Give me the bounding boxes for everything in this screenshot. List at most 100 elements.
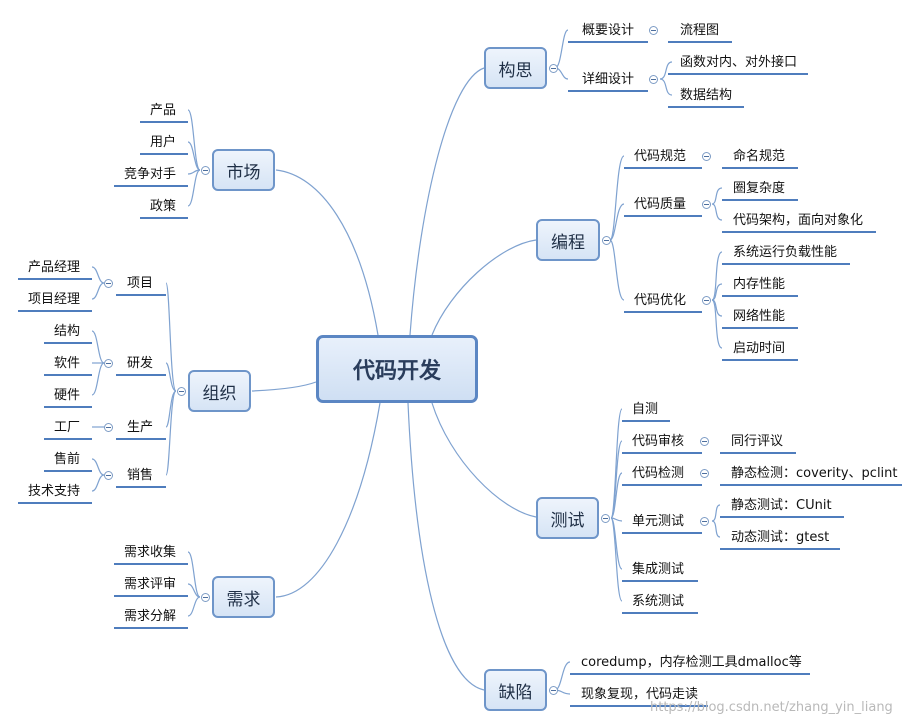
subtopic-underline xyxy=(622,484,702,486)
collapse-toggle-icon[interactable] xyxy=(549,64,558,73)
subtopic-chanpin[interactable]: 产品 xyxy=(150,103,177,118)
subtopic-underline xyxy=(114,627,188,629)
subtopic-jingzheng-duishou[interactable]: 竞争对手 xyxy=(124,167,177,182)
subtopic-xiaoshou[interactable]: 销售 xyxy=(127,468,154,483)
leaf-hanshu-jiekou[interactable]: 函数对内、对外接口 xyxy=(680,55,798,70)
leaf-xiangmu-jingli[interactable]: 项目经理 xyxy=(28,292,81,307)
topic-biancheng[interactable]: 编程 xyxy=(536,219,600,261)
topic-quexian[interactable]: 缺陷 xyxy=(484,669,547,711)
leaf-quanfuzadu[interactable]: 圈复杂度 xyxy=(733,181,786,196)
subtopic-jicheng-ceshi[interactable]: 集成测试 xyxy=(632,562,685,577)
subtopic-xiangxi-sheji[interactable]: 详细设计 xyxy=(582,72,635,87)
subtopic-underline xyxy=(622,612,698,614)
leaf-dongtai-ceshi[interactable]: 动态测试：gtest xyxy=(731,530,830,545)
leaf-jishu-zhichi[interactable]: 技术支持 xyxy=(28,484,81,499)
leaf-underline xyxy=(18,278,92,280)
subtopic-gaiyao-sheji[interactable]: 概要设计 xyxy=(582,23,635,38)
leaf-shuju-jiegou[interactable]: 数据结构 xyxy=(680,88,733,103)
subtopic-underline xyxy=(116,486,166,488)
collapse-toggle-icon[interactable] xyxy=(700,517,709,526)
leaf-jingtai-jiance[interactable]: 静态检测：coverity、pclint xyxy=(731,466,898,481)
leaf-tonghang-pingyi[interactable]: 同行评议 xyxy=(731,434,784,449)
leaf-underline xyxy=(668,106,744,108)
subtopic-daima-jiance[interactable]: 代码检测 xyxy=(632,466,685,481)
leaf-ruanjian[interactable]: 软件 xyxy=(54,356,81,371)
leaf-mingming-guifan[interactable]: 命名规范 xyxy=(733,149,786,164)
subtopic-xuqiu-pingshen[interactable]: 需求评审 xyxy=(124,577,177,592)
subtopic-xiangmu[interactable]: 项目 xyxy=(127,276,154,291)
topic-gousi[interactable]: 构思 xyxy=(484,47,547,89)
subtopic-underline xyxy=(624,215,702,217)
collapse-toggle-icon[interactable] xyxy=(104,279,113,288)
leaf-neicun-xingneng[interactable]: 内存性能 xyxy=(733,277,786,292)
leaf-underline xyxy=(720,548,840,550)
leaf-underline xyxy=(44,342,92,344)
watermark: https://blog.csdn.net/zhang_yin_liang xyxy=(650,700,893,715)
subtopic-underline xyxy=(622,532,702,534)
subtopic-zhengce[interactable]: 政策 xyxy=(150,199,177,214)
topic-xuqiu[interactable]: 需求 xyxy=(212,576,275,618)
collapse-toggle-icon[interactable] xyxy=(602,236,611,245)
leaf-fuzai-xingneng[interactable]: 系统运行负载性能 xyxy=(733,245,838,260)
topic-shichang[interactable]: 市场 xyxy=(212,149,275,191)
leaf-underline xyxy=(722,199,798,201)
subtopic-daima-shenhe[interactable]: 代码审核 xyxy=(632,434,685,449)
leaf-underline xyxy=(44,406,92,408)
leaf-qidong-shijian[interactable]: 启动时间 xyxy=(733,341,786,356)
subtopic-underline xyxy=(624,167,702,169)
subtopic-xianxiang-fuxian[interactable]: 现象复现，代码走读 xyxy=(581,687,699,702)
leaf-underline xyxy=(668,73,808,75)
collapse-toggle-icon[interactable] xyxy=(702,296,711,305)
central-topic[interactable]: 代码开发 xyxy=(316,335,478,403)
leaf-underline xyxy=(720,484,902,486)
leaf-wangluo-xingneng[interactable]: 网络性能 xyxy=(733,309,786,324)
subtopic-zice[interactable]: 自测 xyxy=(632,402,659,417)
subtopic-underline xyxy=(622,580,698,582)
subtopic-xuqiu-shouji[interactable]: 需求收集 xyxy=(124,545,177,560)
leaf-underline xyxy=(668,41,732,43)
leaf-underline xyxy=(722,263,850,265)
subtopic-underline xyxy=(570,673,810,675)
collapse-toggle-icon[interactable] xyxy=(649,26,658,35)
leaf-underline xyxy=(18,310,92,312)
collapse-toggle-icon[interactable] xyxy=(201,593,210,602)
topic-zuzhi[interactable]: 组织 xyxy=(188,370,251,412)
subtopic-underline xyxy=(622,420,670,422)
subtopic-underline xyxy=(116,374,166,376)
collapse-toggle-icon[interactable] xyxy=(601,514,610,523)
topic-ceshi[interactable]: 测试 xyxy=(536,497,599,539)
leaf-liuchengtu[interactable]: 流程图 xyxy=(680,23,720,38)
collapse-toggle-icon[interactable] xyxy=(700,437,709,446)
leaf-jingtai-ceshi[interactable]: 静态测试：CUnit xyxy=(731,498,832,513)
leaf-daima-jiagou[interactable]: 代码架构，面向对象化 xyxy=(733,213,864,228)
subtopic-yonghu[interactable]: 用户 xyxy=(150,135,177,150)
subtopic-xitong-ceshi[interactable]: 系统测试 xyxy=(632,594,685,609)
subtopic-underline xyxy=(140,121,188,123)
collapse-toggle-icon[interactable] xyxy=(177,387,186,396)
subtopic-underline xyxy=(570,705,708,707)
collapse-toggle-icon[interactable] xyxy=(201,166,210,175)
leaf-yingjian[interactable]: 硬件 xyxy=(54,388,81,403)
subtopic-xuqiu-fenjie[interactable]: 需求分解 xyxy=(124,609,177,624)
subtopic-danyuan-ceshi[interactable]: 单元测试 xyxy=(632,514,685,529)
collapse-toggle-icon[interactable] xyxy=(700,469,709,478)
subtopic-daima-youhua[interactable]: 代码优化 xyxy=(634,293,687,308)
leaf-shouqian[interactable]: 售前 xyxy=(54,452,81,467)
collapse-toggle-icon[interactable] xyxy=(549,686,558,695)
subtopic-coredump[interactable]: coredump，内存检测工具dmalloc等 xyxy=(581,655,802,670)
leaf-chanpin-jingli[interactable]: 产品经理 xyxy=(28,260,81,275)
leaf-gongchang[interactable]: 工厂 xyxy=(54,420,81,435)
subtopic-underline xyxy=(116,438,166,440)
collapse-toggle-icon[interactable] xyxy=(702,152,711,161)
leaf-jiegou[interactable]: 结构 xyxy=(54,324,81,339)
collapse-toggle-icon[interactable] xyxy=(104,471,113,480)
subtopic-yanfa[interactable]: 研发 xyxy=(127,356,154,371)
subtopic-daima-zhiliang[interactable]: 代码质量 xyxy=(634,197,687,212)
subtopic-daima-guifan[interactable]: 代码规范 xyxy=(634,149,687,164)
collapse-toggle-icon[interactable] xyxy=(104,359,113,368)
collapse-toggle-icon[interactable] xyxy=(702,200,711,209)
collapse-toggle-icon[interactable] xyxy=(104,423,113,432)
collapse-toggle-icon[interactable] xyxy=(649,75,658,84)
subtopic-shengchan[interactable]: 生产 xyxy=(127,420,154,435)
